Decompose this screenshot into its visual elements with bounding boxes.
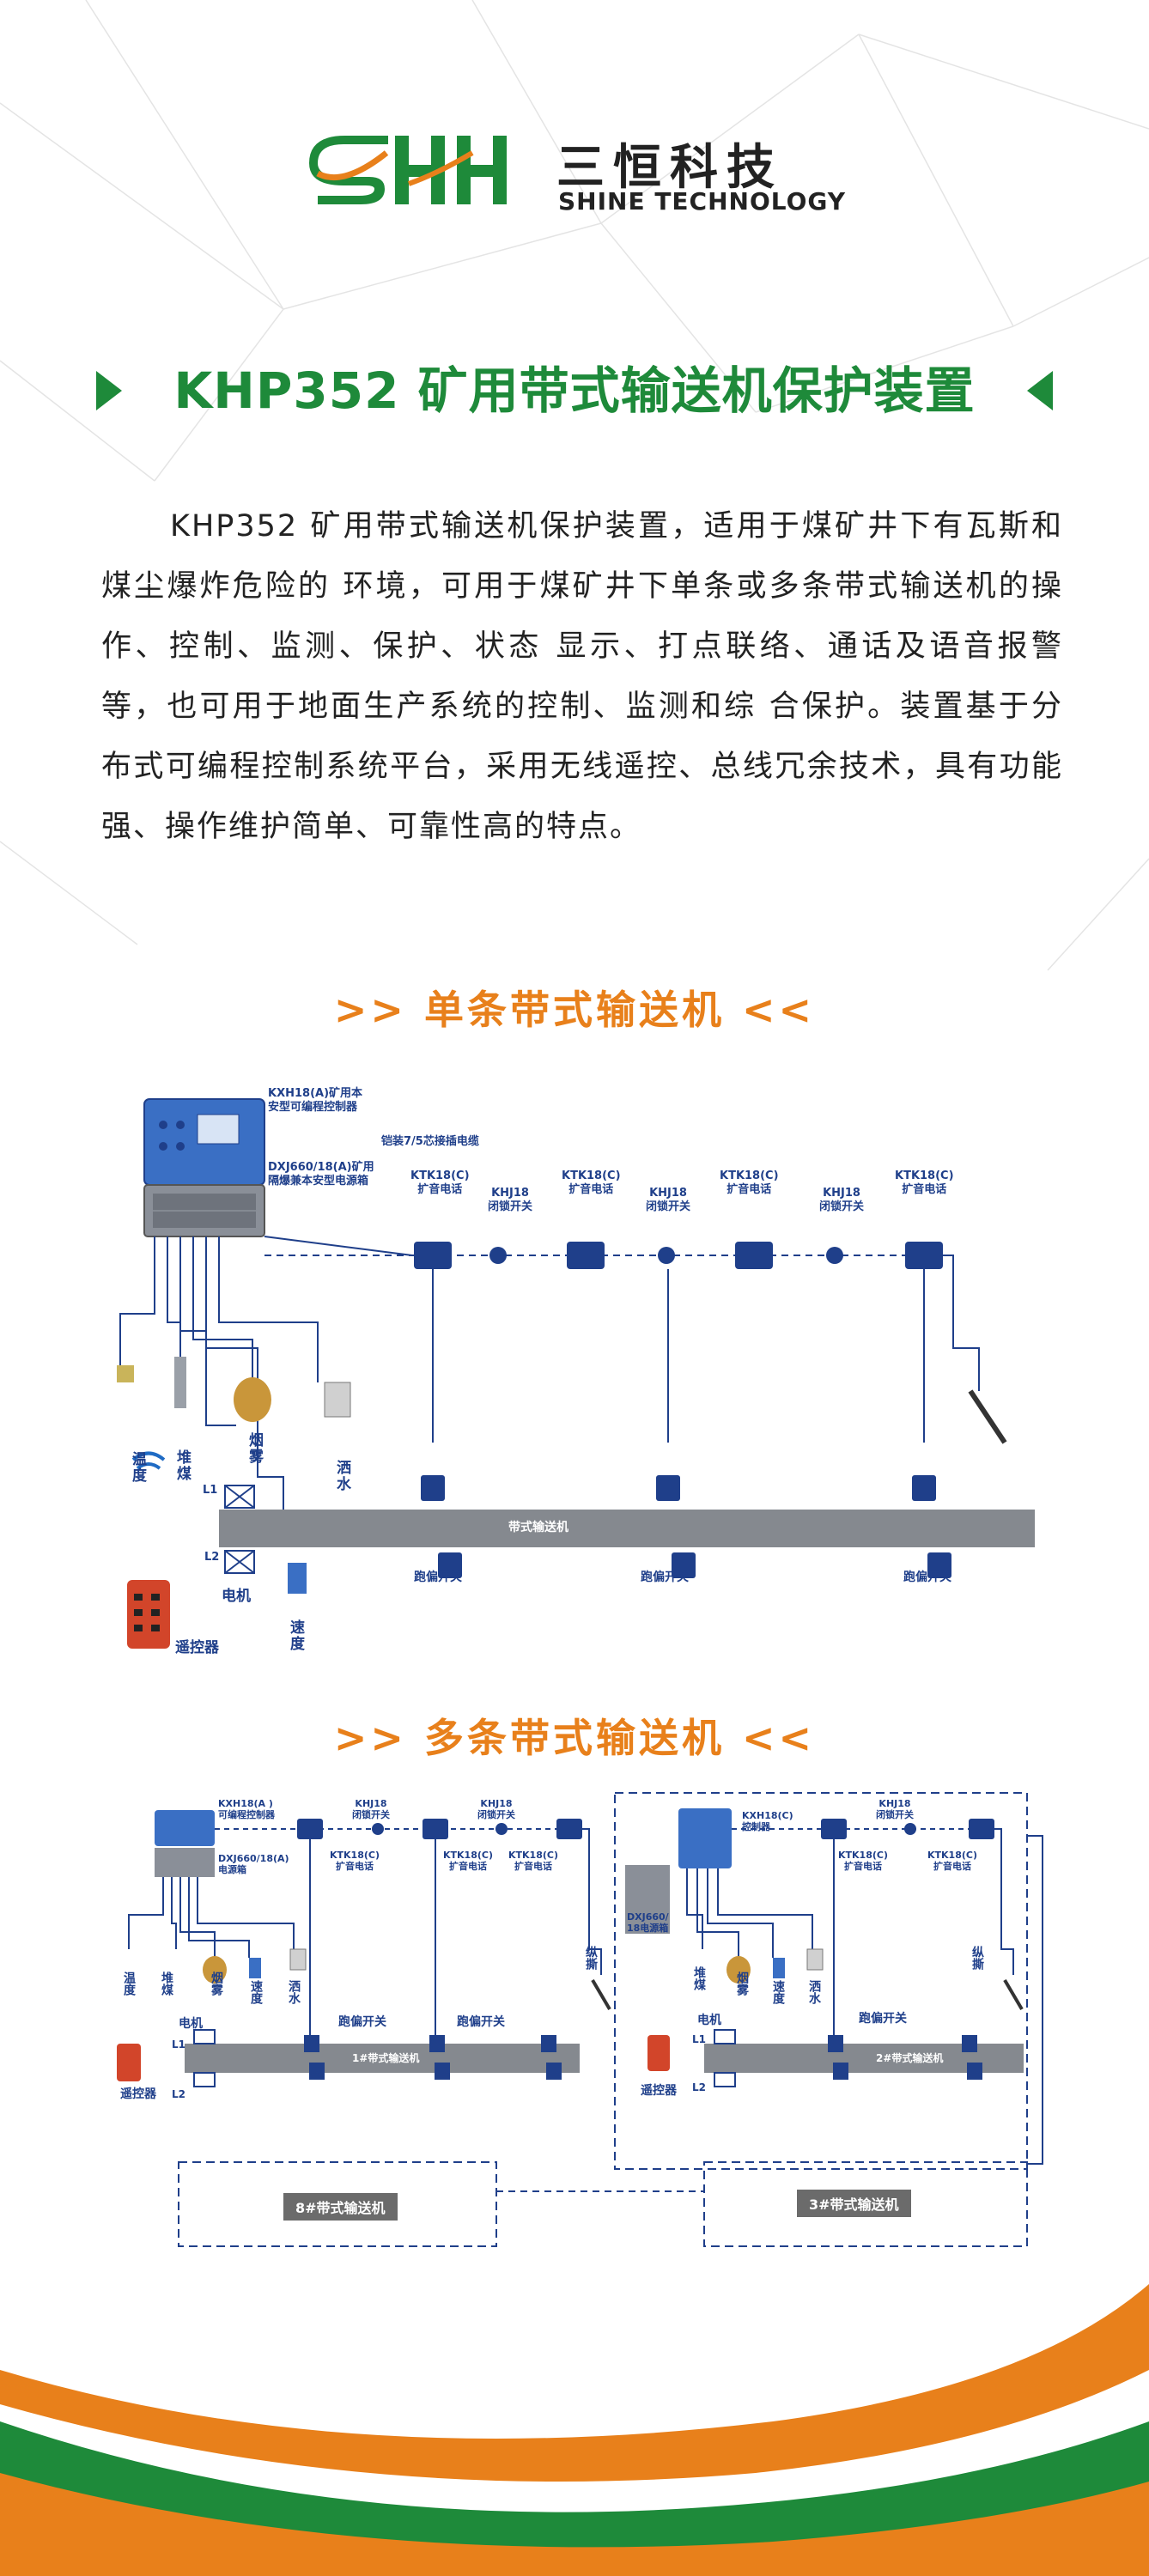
multi-smoke-label-a: 烟雾 bbox=[210, 1971, 223, 1996]
ktk-label-2: KTK18(C) 扩音电话 bbox=[562, 1170, 621, 1196]
multi-motor-label-a: 电机 bbox=[179, 2017, 203, 2031]
single-controller-label: KXH18(A)矿用本 安型可编程控制器 bbox=[268, 1087, 363, 1114]
multi-tear-label-1: 纵撕 bbox=[584, 1946, 598, 1970]
belt-8-label: 8#带式输送机 bbox=[283, 2193, 398, 2221]
multi-remote-label-c: 遥控器 bbox=[641, 2084, 677, 2098]
multi-spray-label-c: 洒水 bbox=[807, 1980, 821, 2004]
l1-label: L1 bbox=[203, 1484, 218, 1497]
deviation-label-3: 跑偏开关 bbox=[903, 1571, 951, 1584]
l2-label: L2 bbox=[204, 1551, 220, 1564]
multi-smoke-label-c: 烟雾 bbox=[735, 1971, 749, 1996]
multi-speed-label-a: 速度 bbox=[249, 1980, 263, 2004]
multi-motor-label-c: 电机 bbox=[697, 2014, 721, 2027]
footer-swoosh bbox=[0, 2284, 1149, 2576]
multi-l2-label-c: L2 bbox=[692, 2081, 706, 2093]
controller-cabinet bbox=[143, 1098, 265, 1237]
motor-label: 电机 bbox=[222, 1588, 251, 1605]
ktk-label-4: KTK18(C) 扩音电话 bbox=[895, 1170, 954, 1196]
multi-power-c-label: DXJ660/ 18电源箱 bbox=[627, 1911, 669, 1934]
multi-ktk-label-3: KTK18(C) 扩音电话 bbox=[508, 1850, 558, 1872]
single-belt-title: >> 单条带式输送机 << bbox=[333, 987, 816, 1033]
intro-paragraph: KHP352 矿用带式输送机保护装置，适用于煤矿井下有瓦斯和煤尘爆炸危险的 环境… bbox=[101, 509, 1063, 844]
triangle-left-icon bbox=[1027, 371, 1053, 410]
shh-logo-icon bbox=[309, 136, 507, 204]
sensor-smoke-label: 烟雾 bbox=[246, 1432, 263, 1465]
multi-khj-label-1: KHJ18 闭锁开关 bbox=[352, 1798, 390, 1820]
deviation-label-1: 跑偏开关 bbox=[414, 1571, 462, 1584]
multi-l2-label-a: L2 bbox=[172, 2088, 185, 2100]
multi-khj-label-2: KHJ18 闭锁开关 bbox=[477, 1798, 515, 1820]
brand-name-cn: 三恒科技 bbox=[556, 140, 783, 196]
multi-belt-title: >> 多条带式输送机 << bbox=[333, 1715, 816, 1761]
single-power-label: DXJ660/18(A)矿用 隔爆兼本安型电源箱 bbox=[268, 1161, 374, 1188]
multi-remote-label-a: 遥控器 bbox=[120, 2087, 156, 2101]
sensor-speed-label: 速度 bbox=[287, 1619, 304, 1652]
title-row: KHP352 矿用带式输送机保护装置 bbox=[0, 361, 1149, 421]
multi-belt-diagram bbox=[117, 1792, 1043, 2247]
triangle-right-icon bbox=[96, 371, 122, 410]
multi-controller-a-label: KXH18(A ) 可编程控制器 bbox=[218, 1798, 275, 1820]
belt-2-label: 2#带式输送机 bbox=[876, 2052, 944, 2064]
remote-label: 遥控器 bbox=[175, 1639, 219, 1656]
multi-tear-label-2: 纵撕 bbox=[970, 1946, 984, 1970]
ktk-label-3: KTK18(C) 扩音电话 bbox=[720, 1170, 779, 1196]
multi-ktk-label-5: KTK18(C) 扩音电话 bbox=[927, 1850, 977, 1872]
multi-ktk-label-2: KTK18(C) 扩音电话 bbox=[443, 1850, 493, 1872]
multi-l1-label-a: L1 bbox=[172, 2038, 185, 2050]
multi-coal-label-a: 堆煤 bbox=[160, 1971, 173, 1996]
ktk-label-1: KTK18(C) 扩音电话 bbox=[410, 1170, 470, 1196]
khj-label-2: KHJ18 闭锁开关 bbox=[646, 1187, 691, 1213]
multi-controller-c-label: KXH18(C) 控制器 bbox=[742, 1810, 793, 1832]
khj-label-3: KHJ18 闭锁开关 bbox=[819, 1187, 865, 1213]
multi-speed-label-c: 速度 bbox=[771, 1980, 785, 2004]
multi-power-a-label: DXJ660/18(A) 电源箱 bbox=[218, 1853, 289, 1875]
single-belt-diagram bbox=[117, 1098, 1035, 1649]
multi-deviation-label-1: 跑偏开关 bbox=[338, 2015, 386, 2029]
deviation-label-2: 跑偏开关 bbox=[641, 1571, 689, 1584]
sensor-spray-label: 洒水 bbox=[333, 1460, 350, 1492]
multi-ktk-label-4: KTK18(C) 扩音电话 bbox=[838, 1850, 888, 1872]
belt-1-label: 1#带式输送机 bbox=[352, 2052, 420, 2064]
multi-temp-label-a: 温度 bbox=[122, 1971, 136, 1996]
multi-l1-label-c: L1 bbox=[692, 2033, 706, 2045]
cable-label: 铠装7/5芯接插电缆 bbox=[381, 1135, 479, 1148]
khj-label-1: KHJ18 闭锁开关 bbox=[488, 1187, 533, 1213]
multi-deviation-label-3: 跑偏开关 bbox=[859, 2012, 907, 2026]
brand-name-en: SHINE TECHNOLOGY bbox=[558, 187, 847, 216]
belt-3-label: 3#带式输送机 bbox=[797, 2190, 911, 2217]
sensor-temp-label: 温度 bbox=[129, 1451, 146, 1484]
multi-deviation-label-2: 跑偏开关 bbox=[457, 2015, 505, 2029]
sensor-coal-label: 堆煤 bbox=[173, 1449, 191, 1482]
multi-khj-label-3: KHJ18 闭锁开关 bbox=[876, 1798, 914, 1820]
multi-coal-label-c: 堆煤 bbox=[692, 1966, 706, 1990]
multi-ktk-label-1: KTK18(C) 扩音电话 bbox=[330, 1850, 380, 1872]
multi-spray-label-a: 洒水 bbox=[287, 1980, 301, 2004]
page-title: KHP352 矿用带式输送机保护装置 bbox=[173, 361, 976, 420]
single-belt-label: 带式输送机 bbox=[508, 1521, 568, 1534]
